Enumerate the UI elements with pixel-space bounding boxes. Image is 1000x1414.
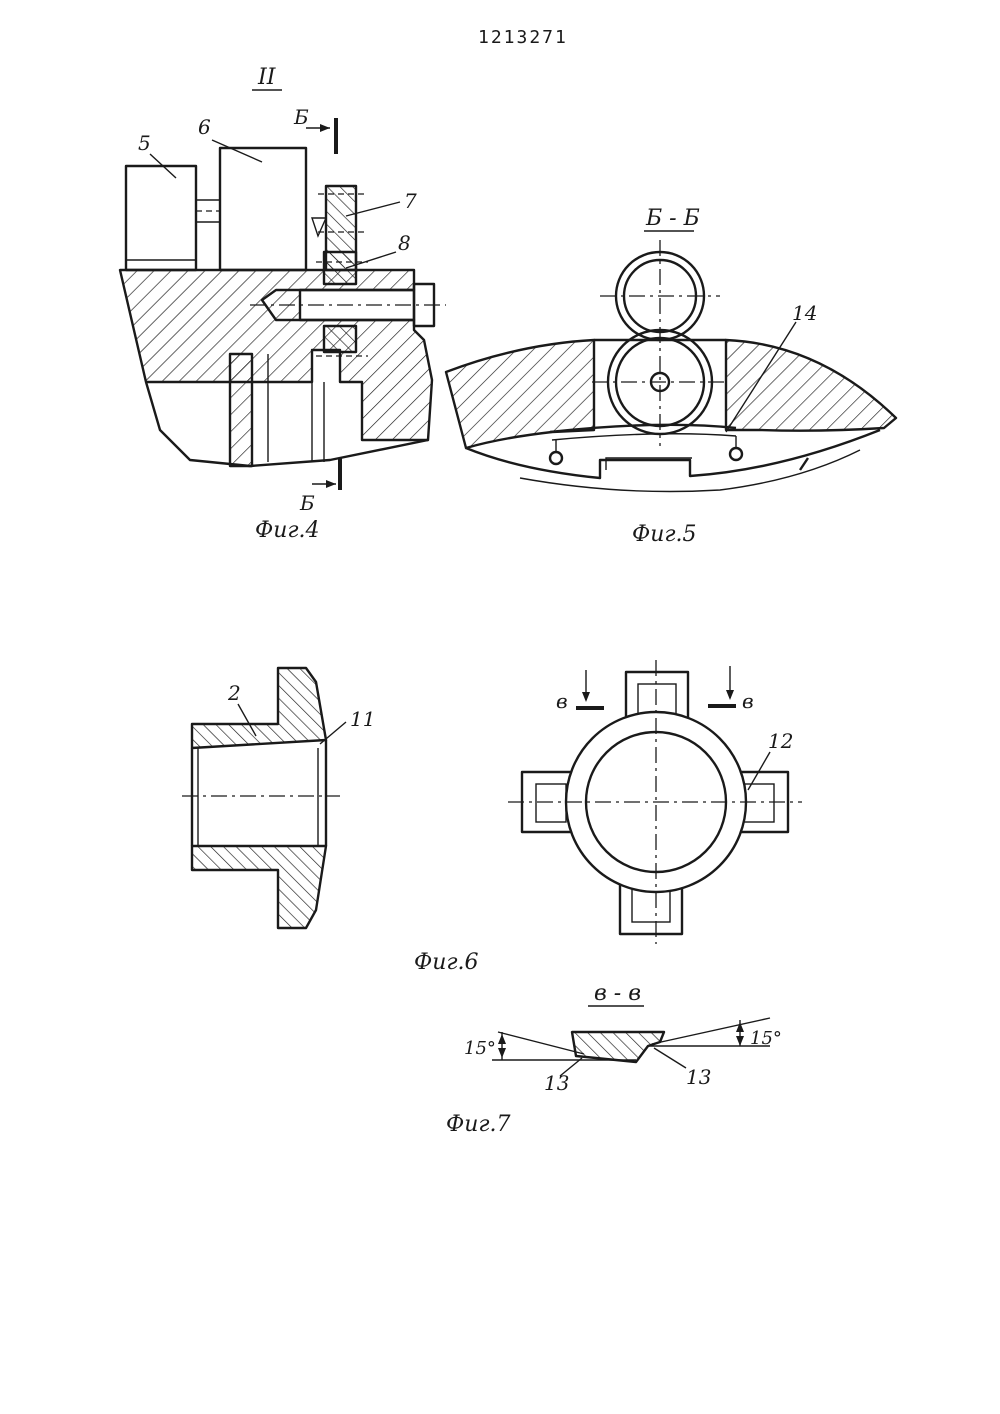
part-2-flange-top xyxy=(190,666,328,750)
housing-section xyxy=(118,268,434,442)
figure-6-cross: в в 12 Фиг.6 xyxy=(414,660,802,975)
view-marker-label: II xyxy=(257,65,277,90)
figure-5: Б - Б 14 Фиг.5 xyxy=(444,206,898,547)
part-14-strip xyxy=(549,423,737,434)
section-mark-left-label: в xyxy=(556,689,568,713)
label-part-14: 14 xyxy=(792,301,817,325)
part-2-flange-bottom xyxy=(190,844,328,930)
fig4-caption: Фиг.4 xyxy=(255,518,320,543)
label-part-13-right: 13 xyxy=(686,1065,711,1089)
figure-6-bushing: 2 11 xyxy=(182,666,375,930)
label-part-5: 5 xyxy=(138,131,151,155)
section-mark-right: в xyxy=(708,666,754,713)
angle-right-label: 15° xyxy=(750,1028,782,1049)
label-part-6: 6 xyxy=(198,115,211,139)
section-mark-right-label: в xyxy=(742,689,754,713)
part-5-block xyxy=(124,164,198,272)
view-marker: II xyxy=(252,65,282,91)
figure-7: в - в 15° 15° 13 13 Фиг.7 xyxy=(446,981,782,1137)
label-part-12: 12 xyxy=(768,729,793,753)
lower-body-outline xyxy=(144,381,429,468)
section-mark-bottom: Б xyxy=(299,458,342,515)
fig5-caption: Фиг.5 xyxy=(632,522,697,547)
label-part-8: 8 xyxy=(398,231,411,255)
fig7-section-title: в - в xyxy=(594,981,641,1006)
part-13-blade-section xyxy=(570,1030,666,1064)
patent-number: 1213271 xyxy=(478,27,568,48)
label-part-11: 11 xyxy=(350,707,375,731)
lower-ring-contour xyxy=(465,428,881,480)
fig7-caption: Фиг.7 xyxy=(446,1112,511,1137)
label-part-2: 2 xyxy=(227,681,241,705)
label-part-13-left: 13 xyxy=(544,1071,569,1095)
ring-section-left xyxy=(444,338,596,450)
angle-left-label: 15° xyxy=(464,1038,496,1059)
part-6-block xyxy=(218,146,308,272)
fig5-section-title: Б - Б xyxy=(645,206,700,231)
figure-4: Б Б 5 6 7 8 Фиг.4 xyxy=(118,105,446,543)
label-part-7: 7 xyxy=(404,189,417,213)
ring-section-right xyxy=(724,338,898,432)
section-mark-bottom-label: Б xyxy=(299,491,315,515)
fig6-caption: Фиг.6 xyxy=(414,950,479,975)
part-8-gear xyxy=(322,250,358,286)
section-mark-top-label: Б xyxy=(293,105,309,129)
section-mark-left: в xyxy=(556,670,604,713)
section-mark-top: Б xyxy=(293,105,338,154)
